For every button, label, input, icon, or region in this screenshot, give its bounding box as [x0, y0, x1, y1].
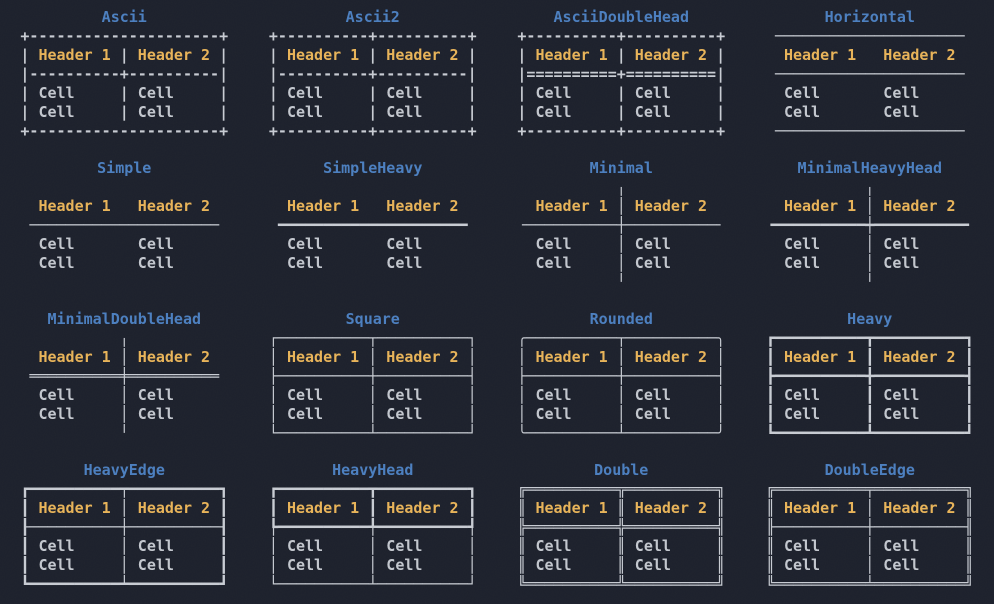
box-style-card-simpleheavy: SimpleHeavy Header 1 Header 2 ━━━━━━━━━━…	[249, 151, 498, 302]
table-ascii: +---------------------+ | Header 1 | Hea…	[20, 27, 229, 140]
table-minimalheavyhead: ╷ Header 1 │ Header 2 ╺━━━━━━━━━━┿━━━━━━…	[765, 178, 974, 291]
box-style-card-square: Square┌──────────┬──────────┐ │ Header 1…	[249, 302, 498, 453]
table-title: Ascii	[101, 8, 147, 26]
table-title: Minimal	[589, 159, 653, 177]
table-ascii2: +----------+----------+ | Header 1 | Hea…	[268, 27, 477, 140]
box-style-card-ascii2: Ascii2+----------+----------+ | Header 1…	[249, 0, 498, 151]
table-heavyhead: ┏━━━━━━━━━━┳━━━━━━━━━━┓ ┃ Header 1 ┃ Hea…	[268, 480, 477, 593]
box-style-card-minimal: Minimal ╷ Header 1 │ Header 2 ╶─────────…	[497, 151, 746, 302]
box-style-card-heavy: Heavy┏━━━━━━━━━━┳━━━━━━━━━━┓ ┃ Header 1 …	[746, 302, 994, 453]
box-style-card-horizontal: Horizontal ───────────────────── Header …	[746, 0, 994, 151]
table-title: Ascii2	[345, 8, 400, 26]
table-title: AsciiDoubleHead	[553, 8, 689, 26]
box-style-card-doubleedge: DoubleEdge╔══════════╤══════════╗ ║ Head…	[746, 453, 994, 604]
table-heavyedge: ┏━━━━━━━━━━┯━━━━━━━━━━┓ ┃ Header 1 │ Hea…	[20, 480, 229, 593]
box-style-card-asciidoublehead: AsciiDoubleHead+----------+----------+ |…	[497, 0, 746, 151]
box-style-card-double: Double╔══════════╦══════════╗ ║ Header 1…	[497, 453, 746, 604]
box-style-card-heavyhead: HeavyHead┏━━━━━━━━━━┳━━━━━━━━━━┓ ┃ Heade…	[249, 453, 498, 604]
table-title: Horizontal	[824, 8, 915, 26]
table-horizontal: ───────────────────── Header 1 Header 2 …	[765, 27, 974, 140]
box-style-card-simple: Simple Header 1 Header 2 ───────────────…	[0, 151, 249, 302]
table-rounded: ╭──────────┬──────────╮ │ Header 1 │ Hea…	[517, 329, 726, 442]
table-doubleedge: ╔══════════╤══════════╗ ║ Header 1 │ Hea…	[765, 480, 974, 593]
table-heavy: ┏━━━━━━━━━━┳━━━━━━━━━━┓ ┃ Header 1 ┃ Hea…	[765, 329, 974, 442]
table-title: MinimalHeavyHead	[797, 159, 943, 177]
table-minimaldoublehead: ╷ Header 1 │ Header 2 ══════════╪═══════…	[20, 329, 229, 442]
box-style-card-ascii: Ascii+---------------------+ | Header 1 …	[0, 0, 249, 151]
box-style-card-heavyedge: HeavyEdge┏━━━━━━━━━━┯━━━━━━━━━━┓ ┃ Heade…	[0, 453, 249, 604]
table-title: Heavy	[847, 310, 893, 328]
table-title: Square	[345, 310, 400, 328]
table-square: ┌──────────┬──────────┐ │ Header 1 │ Hea…	[268, 329, 477, 442]
table-title: HeavyEdge	[83, 461, 165, 479]
table-simpleheavy: Header 1 Header 2 ━━━━━━━━━━━━━━━━━━━━━ …	[268, 197, 477, 272]
table-title: Rounded	[589, 310, 653, 328]
box-style-card-minimalheavyhead: MinimalHeavyHead ╷ Header 1 │ Header 2 ╺…	[746, 151, 994, 302]
table-asciidoublehead: +----------+----------+ | Header 1 | Hea…	[517, 27, 726, 140]
table-title: HeavyHead	[332, 461, 414, 479]
table-title: SimpleHeavy	[323, 159, 423, 177]
table-title: Simple	[97, 159, 152, 177]
table-title: DoubleEdge	[824, 461, 915, 479]
table-minimal: ╷ Header 1 │ Header 2 ╶──────────┼──────…	[517, 178, 726, 291]
box-style-card-rounded: Rounded╭──────────┬──────────╮ │ Header …	[497, 302, 746, 453]
table-simple: Header 1 Header 2 ───────────────────── …	[20, 197, 229, 272]
table-title: MinimalDoubleHead	[47, 310, 202, 328]
box-style-card-minimaldoublehead: MinimalDoubleHead ╷ Header 1 │ Header 2 …	[0, 302, 249, 453]
table-double: ╔══════════╦══════════╗ ║ Header 1 ║ Hea…	[517, 480, 726, 593]
table-title: Double	[594, 461, 649, 479]
